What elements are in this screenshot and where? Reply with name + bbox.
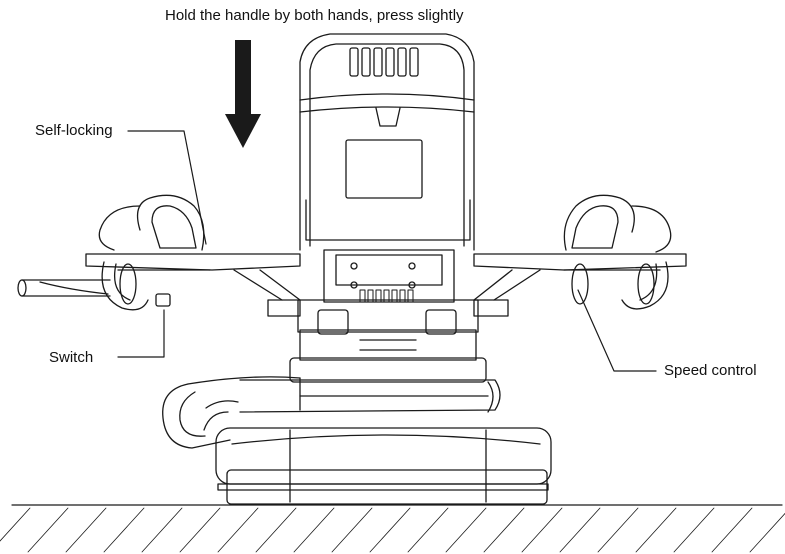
leader-lines [117, 130, 657, 372]
speed-control-leader [577, 289, 657, 372]
self-locking-leader [127, 130, 207, 245]
motor-housing [299, 33, 475, 251]
self-locking-label: Self-locking [35, 122, 113, 139]
grinder-base [162, 376, 552, 505]
floor-hatching [0, 504, 785, 553]
left-handle [17, 194, 301, 317]
motor-lower-section [289, 249, 487, 383]
instruction-text: Hold the handle by both hands, press sli… [165, 7, 464, 24]
right-handle [473, 194, 687, 317]
switch-leader [117, 309, 165, 358]
press-down-arrow-icon [225, 40, 261, 148]
switch-label: Switch [49, 349, 94, 366]
speed-control-label: Speed control [664, 362, 757, 379]
